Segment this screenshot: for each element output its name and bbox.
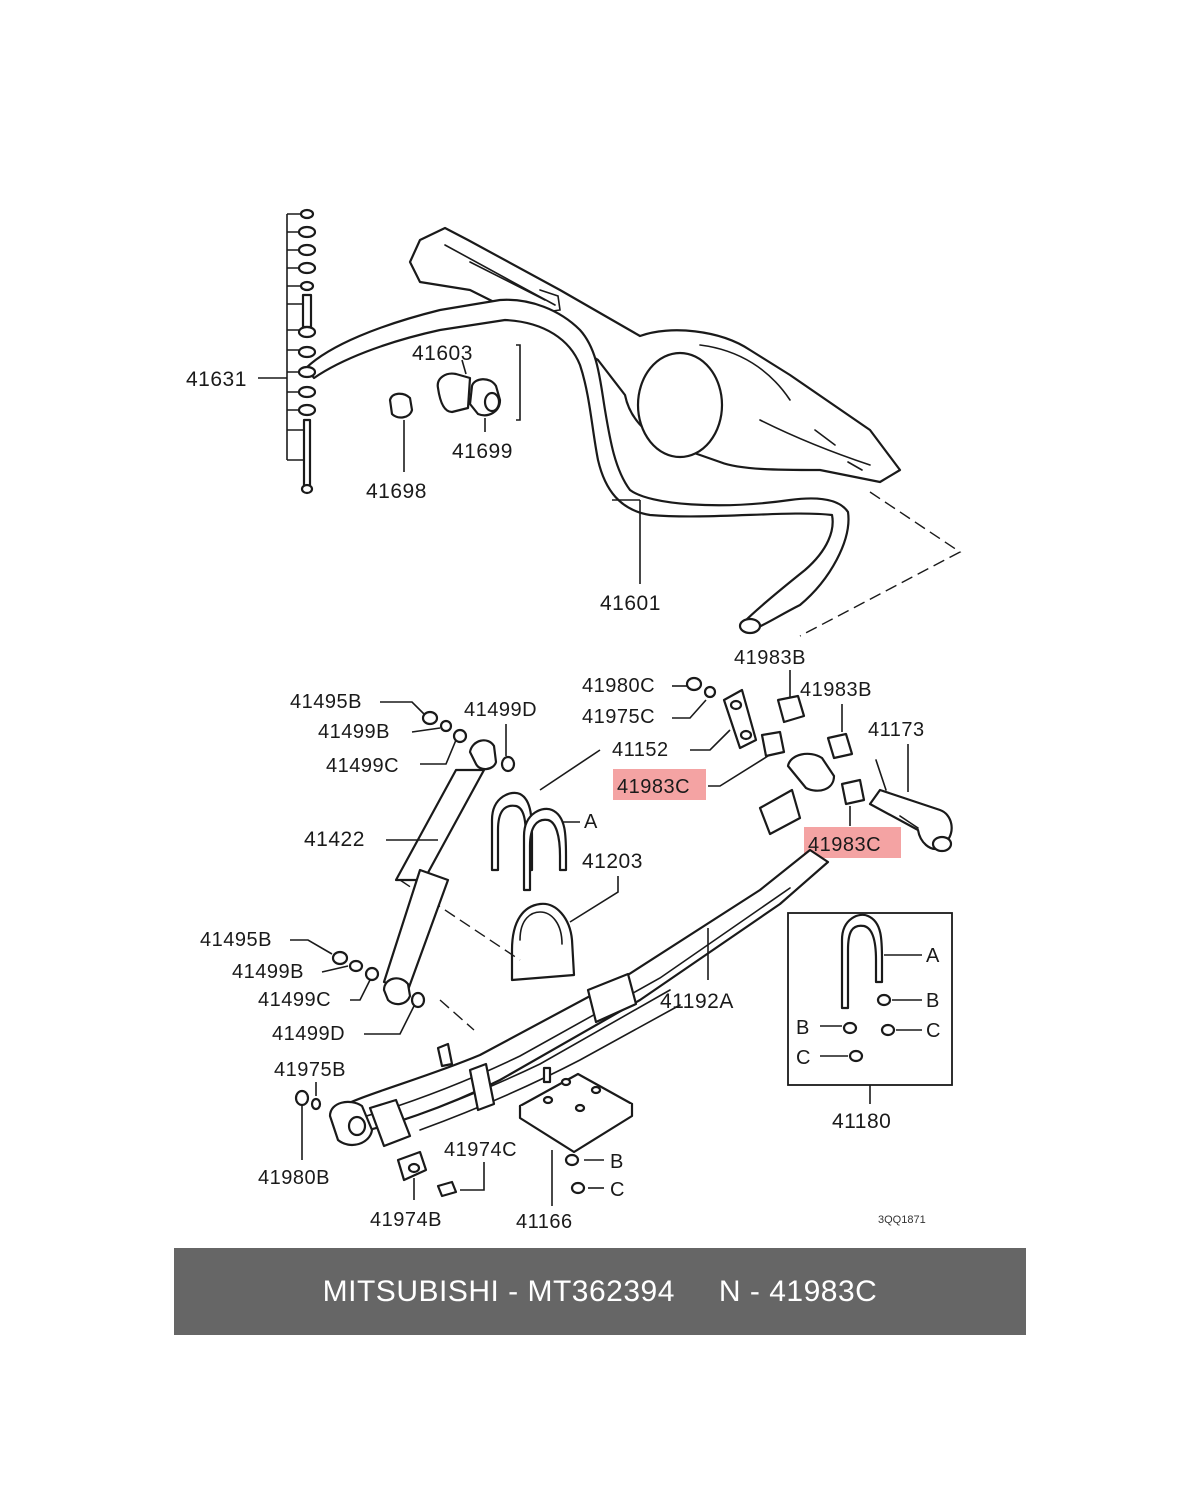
stabilizer-bracket-and-bushing <box>388 344 521 472</box>
inset-label-C-right: C <box>926 1020 941 1042</box>
inset-label-C-left: C <box>796 1047 811 1069</box>
highlight-41983C-right <box>804 827 901 858</box>
label-41974C: 41974C <box>444 1139 517 1161</box>
label-plate-B: B <box>610 1151 624 1173</box>
label-41698: 41698 <box>366 480 427 503</box>
label-41173: 41173 <box>868 719 925 741</box>
label-41499B-lower: 41499B <box>232 961 304 983</box>
stabilizer-bar <box>304 298 850 635</box>
label-41499D-lower: 41499D <box>272 1023 345 1045</box>
label-41495B-upper: 41495B <box>290 691 362 713</box>
u-bolts <box>490 791 568 892</box>
label-plate-C: C <box>610 1179 625 1201</box>
label-41192A: 41192A <box>660 990 734 1013</box>
label-41203: 41203 <box>582 850 643 873</box>
label-41499B-upper: 41499B <box>318 721 390 743</box>
label-41983C-left: 41983C <box>617 776 690 798</box>
spring-pad <box>510 902 576 982</box>
label-41499D-upper: 41499D <box>464 699 537 721</box>
label-41499C-lower: 41499C <box>258 989 331 1011</box>
highlight-41983C-left <box>613 769 706 800</box>
label-41983C-right: 41983C <box>808 834 881 856</box>
label-u-bolt-A: A <box>584 811 598 833</box>
label-41631: 41631 <box>186 368 247 391</box>
label-41601: 41601 <box>600 592 661 615</box>
drawing-code: 3QQ1871 <box>878 1214 926 1226</box>
leaf-spring <box>328 752 836 1148</box>
axle-housing <box>408 226 902 484</box>
label-41983B-upper: 41983B <box>734 647 806 669</box>
label-41975B: 41975B <box>274 1059 346 1081</box>
reference-number: N - 41983C <box>718 1274 878 1308</box>
label-41499C-upper: 41499C <box>326 755 399 777</box>
inset-label-B-left: B <box>796 1017 810 1039</box>
label-41152: 41152 <box>612 739 669 761</box>
part-info-banner: MITSUBISHI - MT362394 N - 41983C <box>174 1248 1026 1335</box>
shackle-plate <box>722 688 758 750</box>
spring-plate <box>518 1066 634 1195</box>
inset-label-B-right: B <box>926 990 940 1012</box>
label-41975C: 41975C <box>582 706 655 728</box>
label-41166: 41166 <box>516 1211 573 1233</box>
label-41495B-lower: 41495B <box>200 929 272 951</box>
reference-line-bar-to-shackle <box>799 491 962 637</box>
label-41974B: 41974B <box>370 1209 442 1231</box>
label-41603: 41603 <box>412 342 473 365</box>
label-41180: 41180 <box>832 1110 891 1133</box>
stabilizer-link-stack <box>258 208 317 495</box>
shock-absorber <box>382 739 498 1006</box>
label-41422: 41422 <box>304 828 365 851</box>
inset-41180 <box>787 912 953 1104</box>
inset-label-A: A <box>926 945 940 967</box>
label-41980B: 41980B <box>258 1167 330 1189</box>
brand-part-number: MITSUBISHI - MT362394 <box>322 1274 675 1308</box>
label-41699: 41699 <box>452 440 513 463</box>
label-41980C: 41980C <box>582 675 655 697</box>
label-41983B-right: 41983B <box>800 679 872 701</box>
